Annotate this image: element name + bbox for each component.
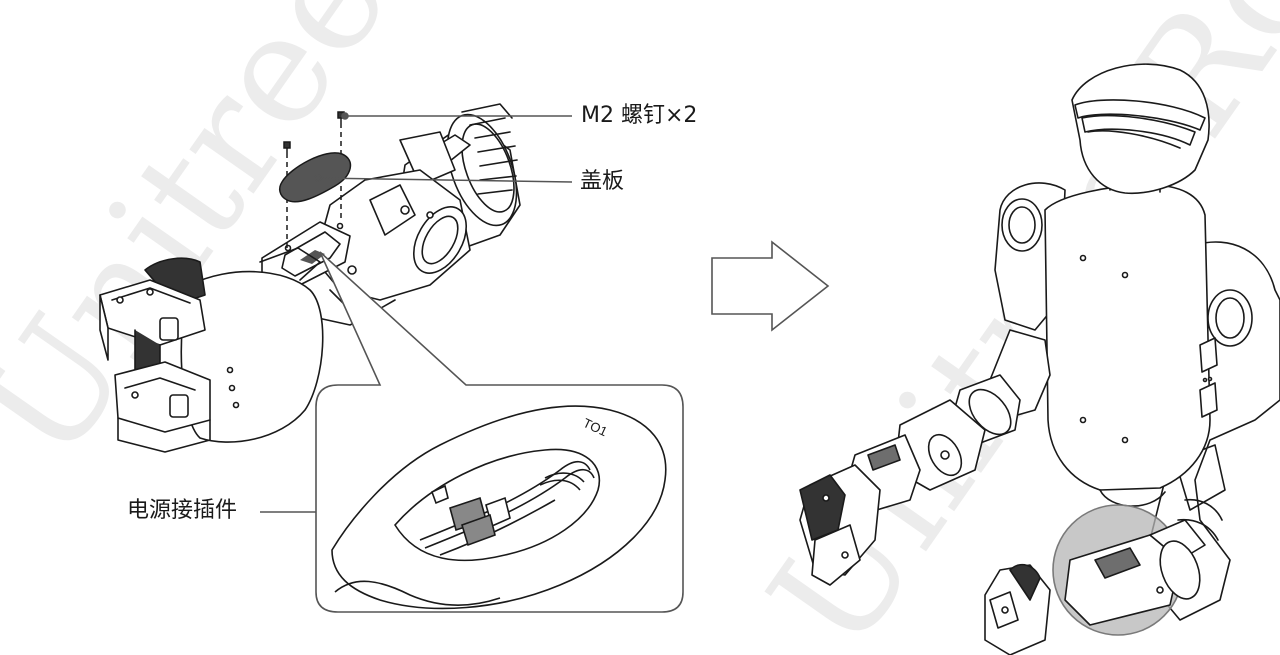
forearm-body bbox=[314, 169, 471, 326]
cover-plate-label: 盖板 bbox=[580, 169, 625, 194]
robot-arm-left bbox=[799, 329, 1051, 586]
screw-1 bbox=[283, 141, 291, 250]
robot-hand-right bbox=[984, 563, 1051, 655]
robot-assembled bbox=[799, 63, 1280, 655]
zoom-inner-detail: TO1 bbox=[331, 405, 667, 610]
robot-torso bbox=[1044, 184, 1218, 507]
robot-head bbox=[1071, 63, 1210, 195]
cavity-area bbox=[261, 221, 351, 291]
forearm-assembly bbox=[99, 103, 521, 453]
cover-location-highlight bbox=[1052, 504, 1206, 636]
screws-label: M2 螺钉×2 bbox=[581, 103, 698, 128]
gripper-fingers bbox=[99, 257, 211, 453]
right-arrow-icon bbox=[711, 240, 830, 332]
power-connector-label: 电源接插件 bbox=[127, 498, 238, 523]
zoom-detail: TO1 bbox=[315, 251, 684, 613]
